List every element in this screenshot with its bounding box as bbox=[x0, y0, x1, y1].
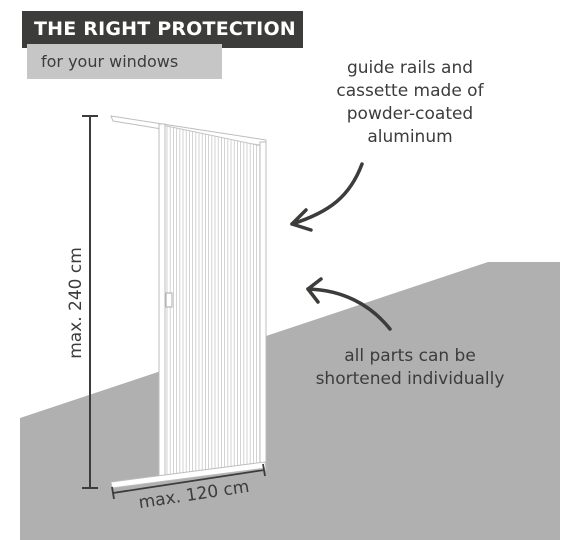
shortened-note-line: all parts can be bbox=[344, 346, 476, 366]
height-label: max. 240 cm bbox=[66, 247, 86, 359]
pleated-screen-door bbox=[110, 115, 267, 489]
shortened-note: all parts can be shortened individually bbox=[292, 345, 528, 391]
guide-rails-note-line: aluminum bbox=[367, 127, 453, 147]
guide-rails-note-line: cassette made of bbox=[336, 81, 484, 101]
background-shape bbox=[20, 262, 560, 540]
shortened-note-line: shortened individually bbox=[315, 369, 505, 389]
door-handle bbox=[165, 292, 173, 308]
width-dimension bbox=[111, 463, 266, 500]
arrow-to-parts bbox=[306, 277, 392, 331]
arrow-to-rails bbox=[290, 162, 364, 232]
pleat-lines bbox=[166, 126, 261, 477]
height-dimension bbox=[82, 115, 98, 489]
right-guide-rail bbox=[259, 141, 267, 471]
banner-title: THE RIGHT PROTECTION bbox=[22, 11, 303, 48]
guide-rails-note: guide rails and cassette made of powder-… bbox=[318, 57, 502, 149]
guide-rails-note-line: powder-coated bbox=[346, 104, 474, 124]
left-guide-rail bbox=[158, 123, 166, 480]
banner-subtitle: for your windows bbox=[27, 44, 222, 79]
guide-rails-note-line: guide rails and bbox=[346, 58, 474, 78]
bottom-rail bbox=[110, 461, 267, 489]
